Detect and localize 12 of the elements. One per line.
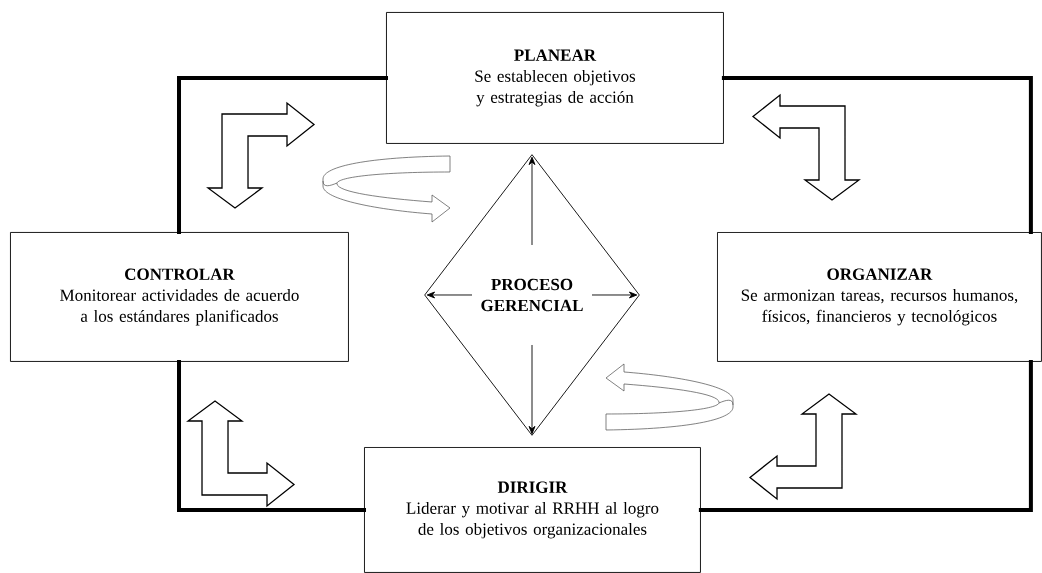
- frame-line: [177, 359, 366, 512]
- frame-line: [721, 75, 1033, 234]
- process-box: ORGANIZAR Se armonizan tareas, recursos humanos, físicos, financieros y tecnológicos: [717, 232, 1042, 362]
- process-box: CONTROLAR Monitorear actividades de acuerdo a los estándares planificados: [10, 232, 349, 362]
- bent-arrow: [748, 393, 858, 501]
- process-box: PLANEAR Se establecen objetivos y estrategias de acción: [386, 12, 724, 144]
- bent-arrow: [186, 400, 296, 508]
- frame-line: [698, 359, 1033, 512]
- process-box: DIRIGIR Liderar y motivar al RRHH al logro de los objetivos organizacionales: [364, 447, 701, 573]
- frame-line: [177, 75, 388, 234]
- bent-arrow: [751, 93, 861, 201]
- bent-arrow: [206, 101, 316, 209]
